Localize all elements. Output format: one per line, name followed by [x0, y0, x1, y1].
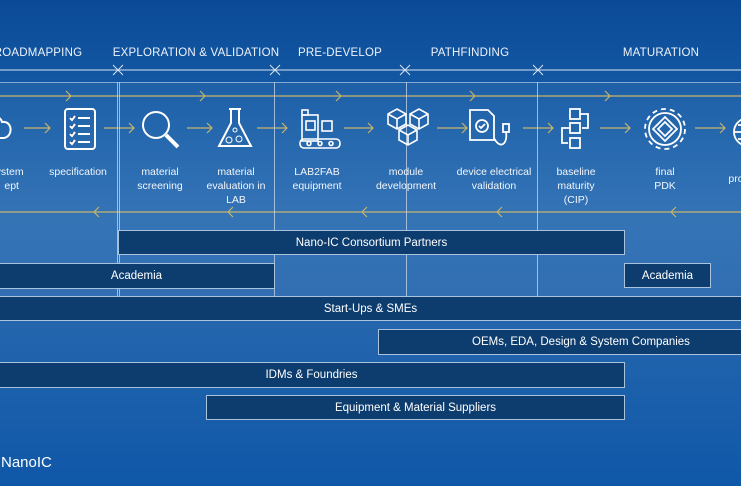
- step-line: material: [141, 166, 179, 178]
- globe-icon: [733, 118, 741, 146]
- step-line: evaluation in: [206, 180, 266, 192]
- step-label-system-concept: system ept: [0, 165, 24, 193]
- bar-startups-smes: Start-Ups & SMEs: [0, 296, 741, 321]
- stage-divider: [117, 82, 118, 300]
- nanoic-logo: NanoIC: [1, 454, 52, 471]
- phase-pre-develop: PRE-DEVELOP: [297, 47, 383, 59]
- timeline-lines: [0, 64, 741, 218]
- step-line: ept: [4, 180, 19, 192]
- phase-roadmapping: ROADMAPPING: [0, 47, 83, 59]
- lab-equipment-icon: [299, 109, 341, 149]
- bar-academia-left: Academia: [0, 263, 275, 289]
- phase-exploration-validation: EXPLORATION & VALIDATION: [112, 47, 280, 59]
- step-label-specification: specification: [49, 165, 107, 179]
- stage-divider: [537, 82, 538, 300]
- step-line: LAB2FAB: [294, 166, 340, 178]
- bar-consortium-partners: Nano-IC Consortium Partners: [118, 230, 625, 255]
- step-line: validation: [471, 180, 517, 192]
- stage-divider: [406, 82, 407, 300]
- step-line: specification: [49, 166, 107, 178]
- step-label-baseline-maturity: baseline maturity (CIP): [556, 165, 595, 207]
- cubes-icon: [387, 108, 429, 146]
- step-line: device electrical: [456, 166, 532, 178]
- step-label-pro: pro: [728, 172, 741, 186]
- step-line: module: [388, 166, 424, 178]
- magnifier-icon: [142, 111, 180, 149]
- step-line: pro: [728, 173, 741, 185]
- bar-academia-right: Academia: [624, 263, 711, 288]
- step-line: screening: [137, 180, 183, 192]
- device-plug-icon: [469, 109, 510, 146]
- flask-icon: [217, 108, 253, 147]
- stage-divider: [119, 82, 120, 300]
- step-label-material-evaluation: material evaluation in LAB: [207, 165, 266, 207]
- stage-divider: [274, 82, 275, 300]
- step-label-material-screening: material screening: [137, 165, 183, 193]
- step-line: system: [0, 166, 24, 178]
- bar-oems-eda: OEMs, EDA, Design & System Companies: [378, 329, 741, 355]
- step-label-lab2fab: LAB2FAB equipment: [292, 165, 341, 193]
- step-label-device-validation: device electrical validation: [457, 165, 532, 193]
- flowchart-icon: [561, 108, 589, 149]
- cloud-icon: [0, 117, 12, 139]
- step-label-module-development: module development: [376, 165, 436, 193]
- step-line: PDK: [654, 180, 676, 192]
- step-line: baseline: [556, 166, 596, 178]
- bar-idms-foundries: IDMs & Foundries: [0, 362, 625, 388]
- chip-gear-icon: [644, 108, 686, 150]
- phase-pathfinding: PATHFINDING: [430, 47, 510, 59]
- bar-equipment-suppliers: Equipment & Material Suppliers: [206, 395, 625, 420]
- step-line: LAB: [226, 194, 246, 206]
- step-line: (CIP): [563, 194, 589, 206]
- step-line: maturity: [557, 180, 595, 192]
- step-line: development: [375, 180, 437, 192]
- checklist-icon: [64, 108, 96, 150]
- step-line: final: [655, 166, 675, 178]
- phase-maturation: MATURATION: [622, 47, 700, 59]
- step-line: equipment: [292, 180, 342, 192]
- step-line: material: [217, 166, 255, 178]
